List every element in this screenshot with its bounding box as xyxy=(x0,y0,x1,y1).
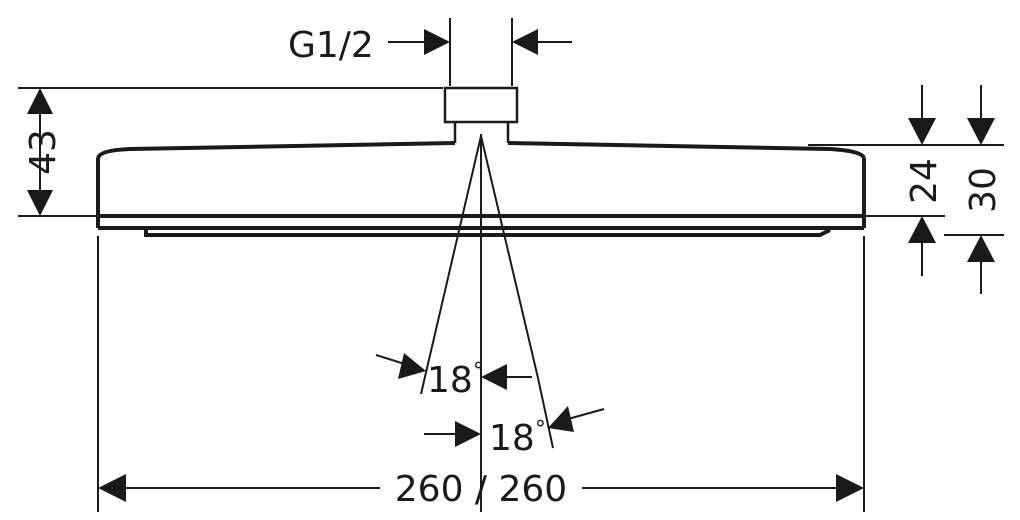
angle-ray-right-lower xyxy=(537,377,554,449)
angle-upper-label: 18° xyxy=(427,359,484,401)
connector-nut xyxy=(443,86,519,124)
width-arrow-right xyxy=(836,474,864,502)
height-24-label: 24 xyxy=(904,158,945,204)
angle-ray-left xyxy=(420,135,482,395)
height-30-label: 30 xyxy=(963,167,1004,213)
width-label: 260 / 260 xyxy=(395,469,567,510)
angle-dimensions: 18° 18° xyxy=(375,134,605,512)
angle-lower-arrow-right xyxy=(548,406,574,432)
height-right-dimensions: 24 30 xyxy=(808,85,1004,294)
spray-plate xyxy=(144,228,831,237)
angle-upper-value: 18 xyxy=(427,360,473,401)
height-24-arrow-bottom xyxy=(908,216,936,243)
thread-arrow-left xyxy=(424,29,450,55)
angle-lower-label: 18° xyxy=(489,417,546,459)
angle-lower-leader-right xyxy=(567,408,605,420)
thread-arrow-right xyxy=(512,29,538,55)
width-arrow-left xyxy=(98,474,126,502)
height-43-arrow-top xyxy=(27,88,53,114)
height-43-dimension: 43 xyxy=(18,87,443,217)
angle-upper-arrow-right xyxy=(481,364,507,390)
height-43-arrow-bottom xyxy=(27,190,53,216)
height-43-label: 43 xyxy=(23,129,64,175)
height-30-arrow-bottom xyxy=(967,235,995,262)
width-dimension: 260 / 260 xyxy=(97,236,865,512)
angle-lower-degree: ° xyxy=(535,417,546,442)
angle-ray-right-upper xyxy=(480,135,539,379)
angle-upper-degree: ° xyxy=(473,359,484,384)
height-24-arrow-top xyxy=(908,118,936,145)
angle-upper-arrow-left xyxy=(398,353,426,379)
thread-label: G1/2 xyxy=(288,25,374,66)
angle-lower-value: 18 xyxy=(489,418,535,459)
thread-dimension: G1/2 xyxy=(288,18,572,86)
height-30-arrow-top xyxy=(967,118,995,145)
head-dome-top xyxy=(96,141,866,159)
angle-lower-arrow-left xyxy=(455,421,481,447)
